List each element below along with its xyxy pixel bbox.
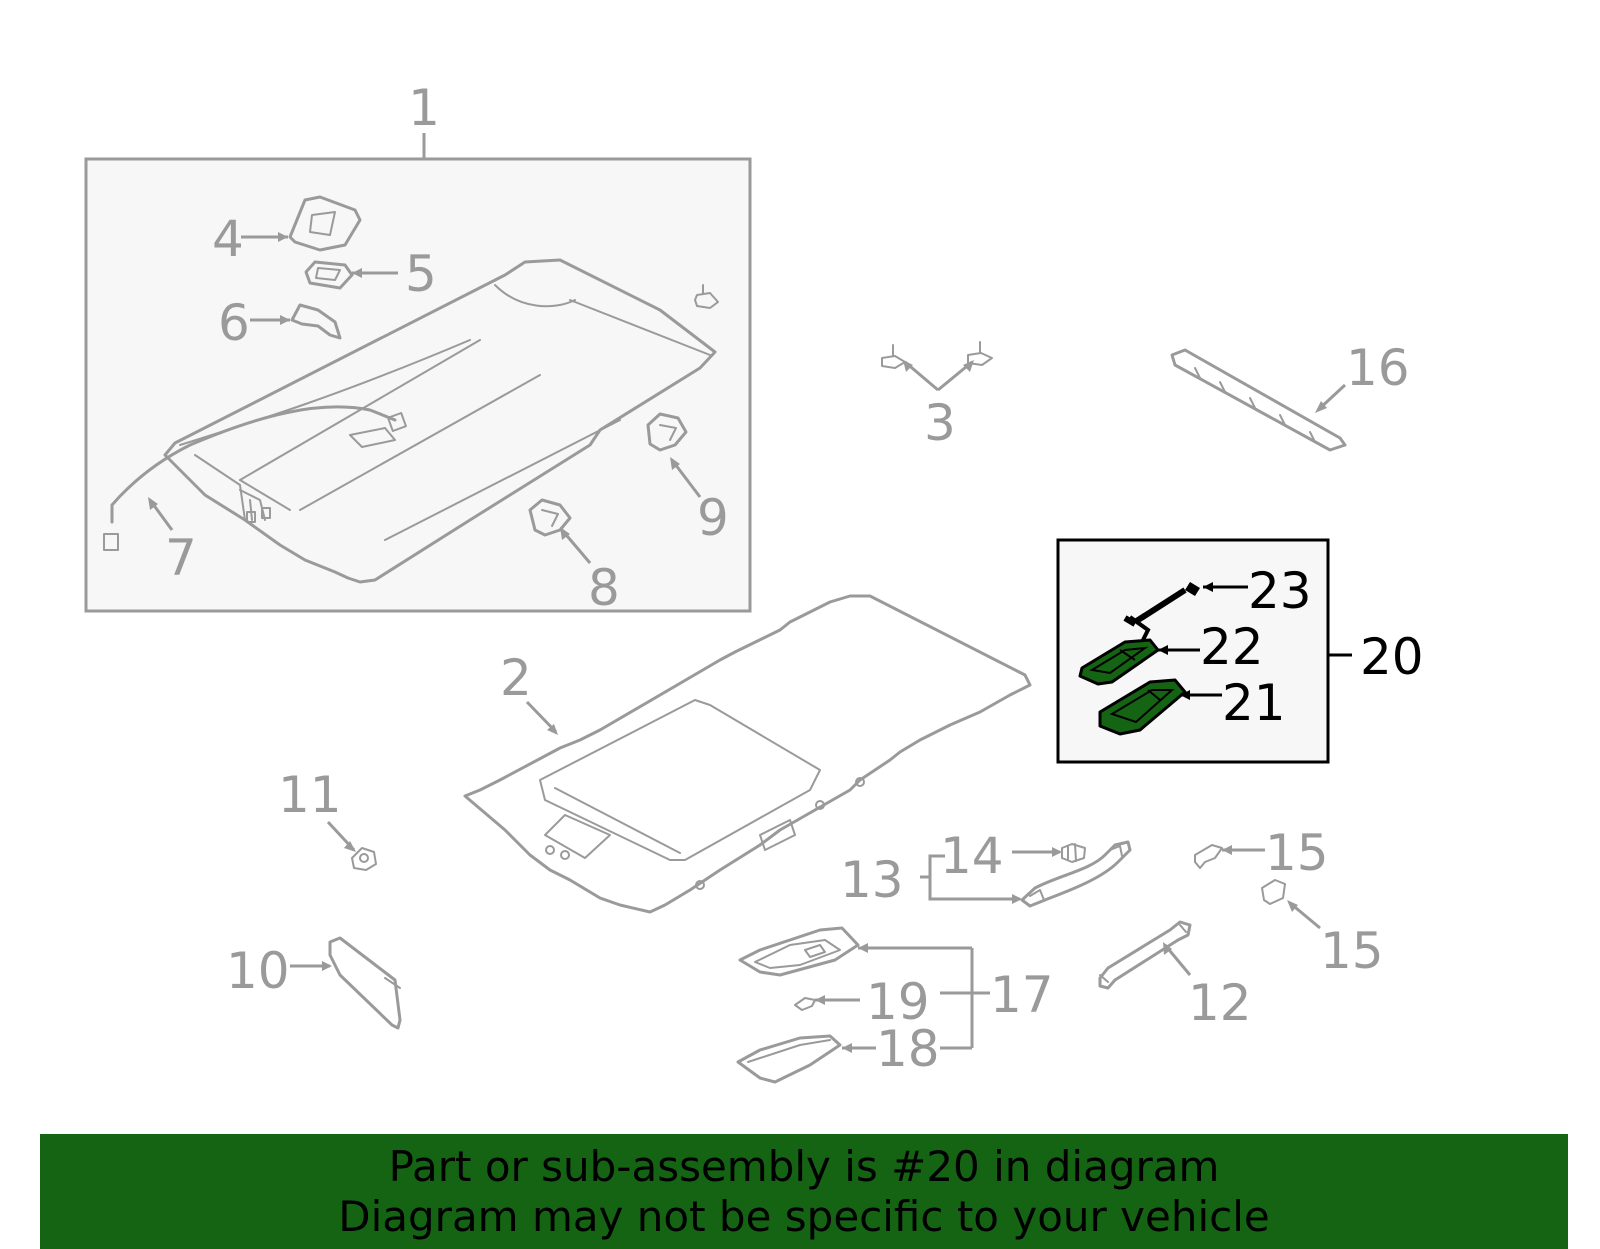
callout-4[interactable]: 4: [212, 210, 244, 268]
part-15-hook-lower: [1261, 879, 1286, 905]
part-19-bulb: [794, 997, 816, 1011]
part-22-lens: [1078, 638, 1160, 686]
banner-line-1: Part or sub-assembly is #20 in diagram: [388, 1141, 1220, 1191]
part-12-assist-grip: [1098, 920, 1192, 990]
part-18-lens: [736, 1034, 842, 1084]
part-13-assist-grip: [1020, 840, 1132, 908]
callout-5[interactable]: 5: [405, 245, 437, 303]
callout-11[interactable]: 11: [278, 766, 342, 824]
callout-21[interactable]: 21: [1222, 674, 1286, 732]
callout-23[interactable]: 23: [1248, 562, 1312, 620]
callout-17[interactable]: 17: [990, 966, 1054, 1024]
part-4-lamp-housing: [288, 195, 362, 252]
part-6-clip: [290, 303, 342, 340]
callout-18[interactable]: 18: [876, 1020, 940, 1078]
callout-6[interactable]: 6: [218, 294, 250, 352]
headliner-part-1: [163, 258, 717, 584]
part-5-bracket: [304, 260, 354, 290]
callout-2[interactable]: 2: [500, 649, 532, 707]
callout-1[interactable]: 1: [408, 79, 440, 137]
headliner-clip: [694, 284, 719, 309]
part-23-wire: [1123, 582, 1200, 641]
callout-15-upper[interactable]: 15: [1265, 824, 1329, 882]
wire-harness-part-7: [103, 405, 407, 551]
callout-16[interactable]: 16: [1346, 339, 1410, 397]
callout-14[interactable]: 14: [940, 827, 1004, 885]
callout-12[interactable]: 12: [1188, 974, 1252, 1032]
callout-22[interactable]: 22: [1200, 618, 1264, 676]
callout-20[interactable]: 20: [1360, 628, 1424, 686]
part-8-holder: [528, 498, 572, 537]
part-9-holder: [646, 412, 688, 452]
callout-9[interactable]: 9: [697, 489, 729, 547]
callout-3[interactable]: 3: [924, 394, 956, 452]
part-11-clip: [351, 847, 377, 871]
callout-15-lower[interactable]: 15: [1320, 922, 1384, 980]
part-3-clips: [881, 341, 993, 369]
assembly-box-1: [84, 133, 752, 613]
footer-banner: Part or sub-assembly is #20 in diagram D…: [40, 1134, 1568, 1249]
callout-19[interactable]: 19: [866, 973, 930, 1031]
part-10-sun-visor: [328, 936, 402, 1030]
part-17-map-lamp: [738, 926, 860, 977]
banner-line-2: Diagram may not be specific to your vehi…: [338, 1191, 1270, 1241]
part-16-trim-strip: [1170, 348, 1347, 452]
part-15-hook-upper: [1194, 844, 1223, 869]
callout-7[interactable]: 7: [165, 529, 197, 587]
roof-panel-part-2: [463, 594, 1032, 914]
part-14-grip-cap: [1061, 843, 1086, 863]
callout-10[interactable]: 10: [226, 942, 290, 1000]
part-21-lamp-housing: [1098, 678, 1187, 736]
callout-8[interactable]: 8: [588, 559, 620, 617]
callout-13[interactable]: 13: [840, 851, 904, 909]
